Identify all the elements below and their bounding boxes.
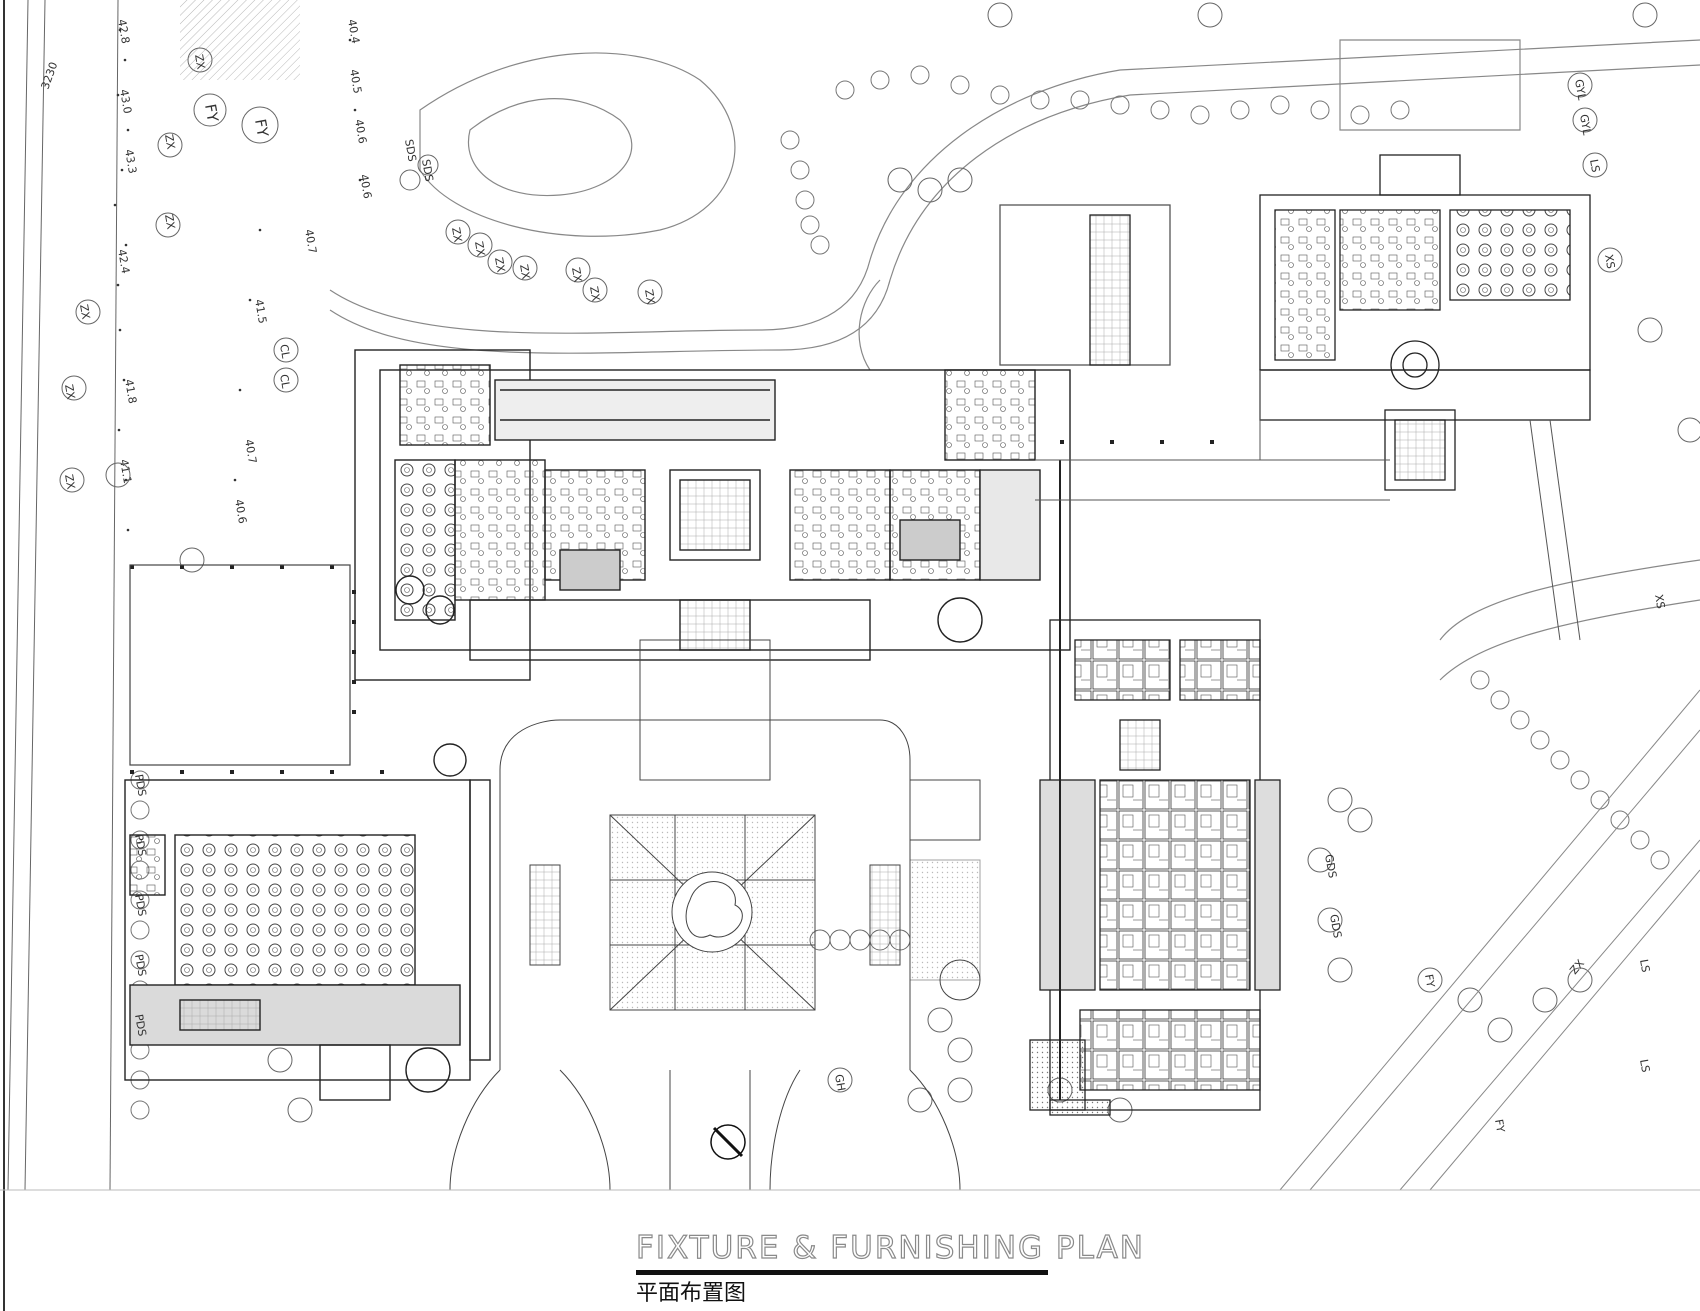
forecourt xyxy=(449,639,981,1191)
svg-text:XS: XS xyxy=(1602,253,1617,270)
svg-text:ZX: ZX xyxy=(492,256,508,274)
elevation-labels: 40.4 40.5 40.6 40.6 40.7 41.5 40.7 40.6 … xyxy=(115,18,374,524)
svg-text:40.6: 40.6 xyxy=(352,118,369,144)
site-plan-drawing: 3230 40.4 40.5 40.6 40.6 40.7 41.5 40.7 … xyxy=(0,0,1700,1191)
plant-code-labels: ZX ZX ZX ZX ZX ZX FY FY CL CL ZX ZX ZX Z… xyxy=(62,53,1667,1133)
svg-text:SDS: SDS xyxy=(402,138,419,162)
svg-text:GYL: GYL xyxy=(1572,78,1589,102)
svg-text:43.3: 43.3 xyxy=(122,148,139,174)
svg-text:GYL: GYL xyxy=(1577,113,1594,137)
svg-text:40.7: 40.7 xyxy=(242,438,259,464)
north-arrow-needle xyxy=(712,1126,744,1158)
main-building xyxy=(354,349,1071,681)
svg-text:PDS: PDS xyxy=(132,893,149,917)
svg-text:ZX: ZX xyxy=(192,53,208,71)
svg-text:41.8: 41.8 xyxy=(122,378,139,404)
north-arrow xyxy=(710,1124,746,1160)
ballroom-building xyxy=(124,743,491,1101)
svg-text:41.5: 41.5 xyxy=(252,298,269,324)
svg-text:PDS: PDS xyxy=(132,1013,149,1037)
svg-text:ZX: ZX xyxy=(517,263,533,281)
svg-text:ZX: ZX xyxy=(587,285,603,303)
title-chinese: 平面布置图 xyxy=(636,1281,747,1306)
west-boundary xyxy=(7,0,119,1191)
svg-text:40.6: 40.6 xyxy=(357,173,374,199)
svg-text:FY: FY xyxy=(1422,973,1437,988)
site-roads xyxy=(329,39,1700,681)
svg-text:LS: LS xyxy=(1637,1058,1652,1073)
svg-text:41.1: 41.1 xyxy=(117,458,134,484)
elevation-points xyxy=(113,28,362,532)
svg-text:GDS: GDS xyxy=(1322,853,1339,879)
svg-text:PDS: PDS xyxy=(132,773,149,797)
guestroom-wing xyxy=(1029,460,1281,1116)
svg-text:LS: LS xyxy=(1637,958,1652,973)
svg-text:CL: CL xyxy=(277,343,292,360)
svg-text:ZX: ZX xyxy=(449,226,465,244)
left-border-line xyxy=(3,0,5,1311)
svg-text:40.7: 40.7 xyxy=(302,228,319,254)
svg-text:CL: CL xyxy=(277,373,292,390)
svg-text:40.6: 40.6 xyxy=(232,498,249,524)
svg-text:XS: XS xyxy=(1652,593,1667,610)
title-underline xyxy=(636,1270,1048,1275)
svg-text:42.8: 42.8 xyxy=(115,18,132,44)
coordinate-label: 3230 xyxy=(39,60,61,91)
svg-text:ZX: ZX xyxy=(642,288,658,306)
svg-text:ZX: ZX xyxy=(162,213,178,231)
colonnade-posts xyxy=(130,440,1214,774)
svg-text:PDS: PDS xyxy=(132,833,149,857)
svg-text:GDS: GDS xyxy=(1327,913,1344,939)
drawing-title-block: FIXTURE & FURNISHING PLAN 平面布置图 xyxy=(635,1228,1145,1307)
svg-text:ZX: ZX xyxy=(569,266,585,284)
svg-text:FY: FY xyxy=(251,118,272,139)
east-pavilion xyxy=(999,154,1591,491)
title-english: FIXTURE & FURNISHING PLAN xyxy=(635,1229,1145,1266)
svg-text:SDS: SDS xyxy=(419,158,436,182)
lawn-west xyxy=(129,564,351,766)
svg-text:40.4: 40.4 xyxy=(345,18,362,44)
svg-text:LS: LS xyxy=(1587,158,1602,173)
svg-text:PDS: PDS xyxy=(132,953,149,977)
hatched-planting xyxy=(180,0,300,80)
svg-text:43.0: 43.0 xyxy=(117,88,134,114)
svg-text:FY: FY xyxy=(201,103,222,124)
svg-text:ZX: ZX xyxy=(62,383,78,401)
svg-text:40.5: 40.5 xyxy=(347,68,364,94)
svg-text:GH: GH xyxy=(832,1073,848,1092)
svg-text:ZX: ZX xyxy=(162,133,178,151)
svg-text:ZX: ZX xyxy=(1567,957,1587,977)
svg-text:ZX: ZX xyxy=(62,473,78,491)
covered-walkway xyxy=(1035,370,1581,641)
diagonal-avenue xyxy=(1279,689,1700,1191)
svg-text:42.4: 42.4 xyxy=(115,248,132,274)
svg-text:FY: FY xyxy=(1492,1118,1507,1133)
svg-text:ZX: ZX xyxy=(77,303,93,321)
svg-text:ZX: ZX xyxy=(472,240,488,258)
